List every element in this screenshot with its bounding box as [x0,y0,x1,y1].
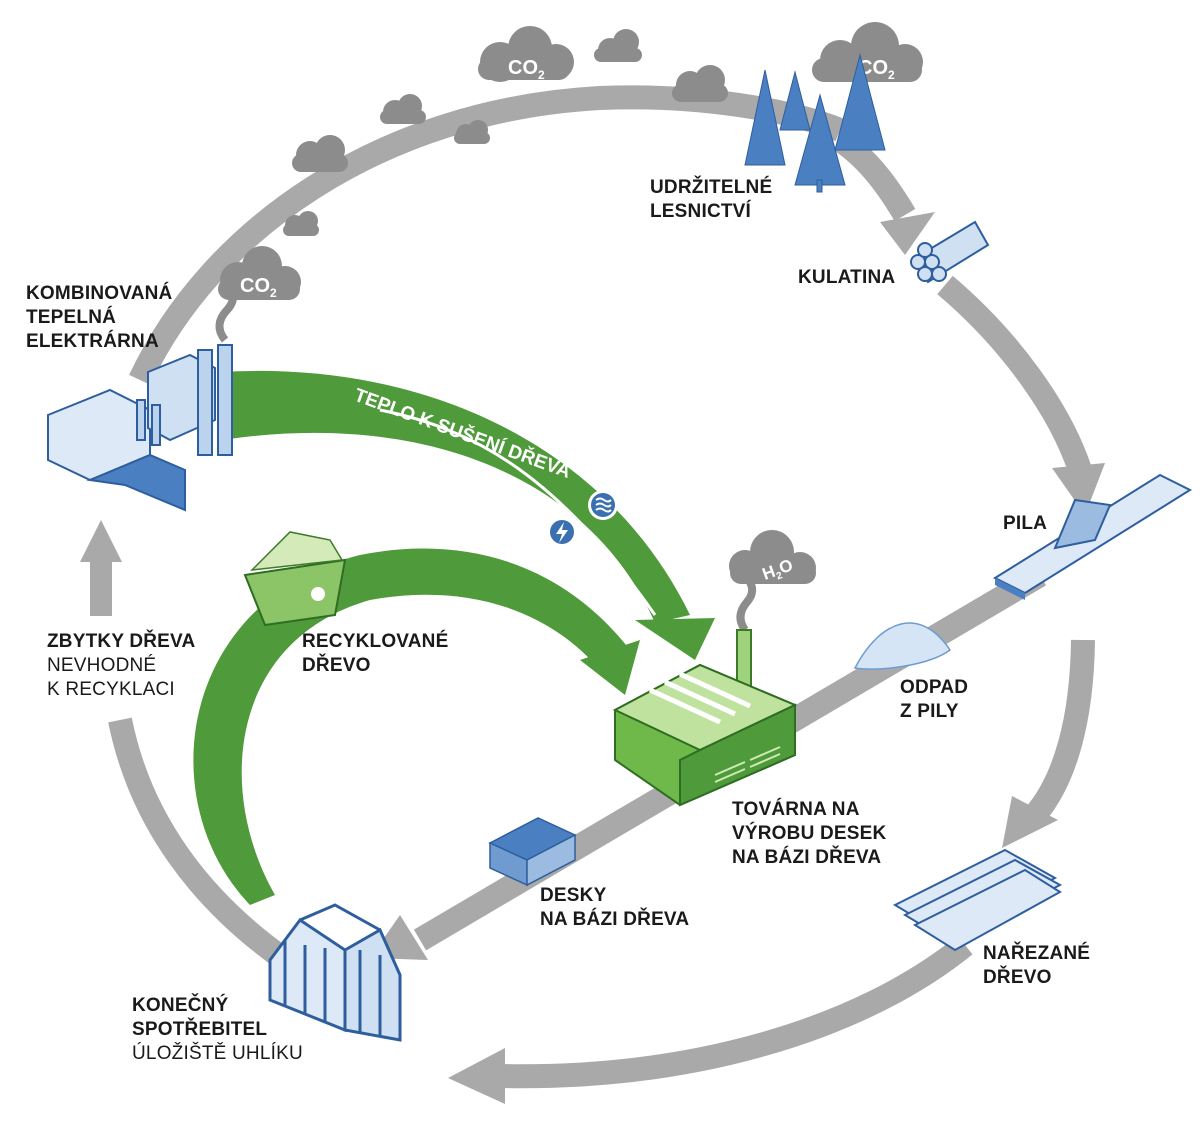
label-sawmill: PILA [1003,512,1047,536]
cloud-icon [672,65,728,102]
label-chp: KOMBINOVANÁ TEPELNÁ ELEKTRÁRNA [26,282,172,354]
sawdust-line-2: Z PILY [900,701,959,722]
cloud-icon [380,94,426,124]
cloud-icon [478,26,574,82]
factory-line-3: NA BÁZI DŘEVA [732,847,882,868]
cloud-icon [292,135,348,172]
lumber-line-1: NAŘEZANÉ [983,943,1091,964]
h2o-label: H2O [760,555,797,586]
label-panels: DESKY NA BÁZI DŘEVA [540,884,689,932]
smoke-factory [736,570,757,633]
factory-line-1: TOVÁRNA NA [732,799,860,820]
arrowhead-recycled [580,640,640,695]
power-plant-icon [47,344,233,512]
arrow-forest-to-logs [833,130,916,222]
panels-line-1: DESKY [540,885,607,906]
panel-stack-icon [488,817,577,887]
label-logs: KULATINA [798,266,895,290]
arrowhead-chp [80,520,122,562]
heat-wave-icon [588,490,618,520]
forestry-line-2: LESNICTVÍ [650,201,752,222]
sawmill-text: PILA [1003,513,1048,534]
consumer-line-1: KONEČNÝ [132,995,229,1016]
arrowhead-sawmill [1052,463,1105,515]
chp-line-2: TEPELNÁ [26,307,117,328]
cloud-icon [283,211,319,236]
recycled-line-1: RECYKLOVANÉ [302,631,449,652]
arrowhead-consumer-bottom [448,1048,505,1104]
arrow-recycled-wood [193,548,631,905]
forestry-line-1: UDRŽITELNÉ [650,177,773,198]
tree-icon [744,53,886,193]
factory-line-2: VÝROBU DESEK [732,823,887,844]
sawdust-line-1: ODPAD [900,677,969,698]
consumer-line-2: SPOTŘEBITEL [132,1019,268,1040]
label-consumer: KONEČNÝ SPOTŘEBITEL ÚLOŽIŠTĚ UHLÍKU [132,994,303,1066]
cloud-icon [218,246,301,300]
sawdust-pile-icon [853,622,952,670]
arrowhead-logs [880,212,935,255]
chp-line-3: ELEKTRÁRNA [26,331,159,352]
heat-electricity-divider [379,408,657,616]
lumber-stack-icon [892,848,1063,952]
arrow-waste-to-chp-shaft [90,560,112,616]
cloud-icon [454,120,490,144]
arrowhead-lumber [1002,796,1058,848]
saw-icon [992,473,1193,600]
arrowhead-heat [635,618,715,660]
arrow-logs-to-sawmill [937,275,1092,474]
arrow-chp-to-forest [129,85,845,386]
recycled-line-2: DŘEVO [302,655,371,676]
arrow-consumer-to-waste [108,717,292,970]
cloud-icons [218,22,923,584]
lightning-icon [547,517,577,547]
logs-icon [910,220,990,284]
co2-label: CO2 [858,57,895,82]
waste-line-3: K RECYKLACI [47,679,175,700]
label-factory: TOVÁRNA NA VÝROBU DESEK NA BÁZI DŘEVA [732,798,886,870]
label-waste: ZBYTKY DŘEVA NEVHODNÉ K RECYKLACI [47,630,195,702]
co2-label: CO2 [240,275,277,300]
label-lumber: NAŘEZANÉ DŘEVO [983,942,1090,990]
chp-line-1: KOMBINOVANÁ [26,283,173,304]
smoke-chp [215,276,237,343]
label-sawdust: ODPAD Z PILY [900,676,968,724]
co2-label: CO2 [508,57,545,82]
waste-line-2: NEVHODNÉ [47,655,157,676]
cloud-icon [812,22,923,82]
lumber-line-2: DŘEVO [983,967,1052,988]
arrow-lumber-to-consumer [499,935,973,1089]
label-recycled: RECYKLOVANÉ DŘEVO [302,630,448,678]
house-frame-icon [268,903,402,1042]
consumer-line-3: ÚLOŽIŠTĚ UHLÍKU [132,1043,303,1064]
recycling-bin-icon [243,531,347,627]
label-forestry: UDRŽITELNÉ LESNICTVÍ [650,176,772,224]
waste-line-1: ZBYTKY DŘEVA [47,631,196,652]
factory-icon [612,629,798,807]
cloud-icon [594,29,642,62]
logs-text: KULATINA [798,267,896,288]
arrow-sawmill-to-lumber [1025,639,1095,823]
panels-line-2: NA BÁZI DŘEVA [540,909,690,930]
